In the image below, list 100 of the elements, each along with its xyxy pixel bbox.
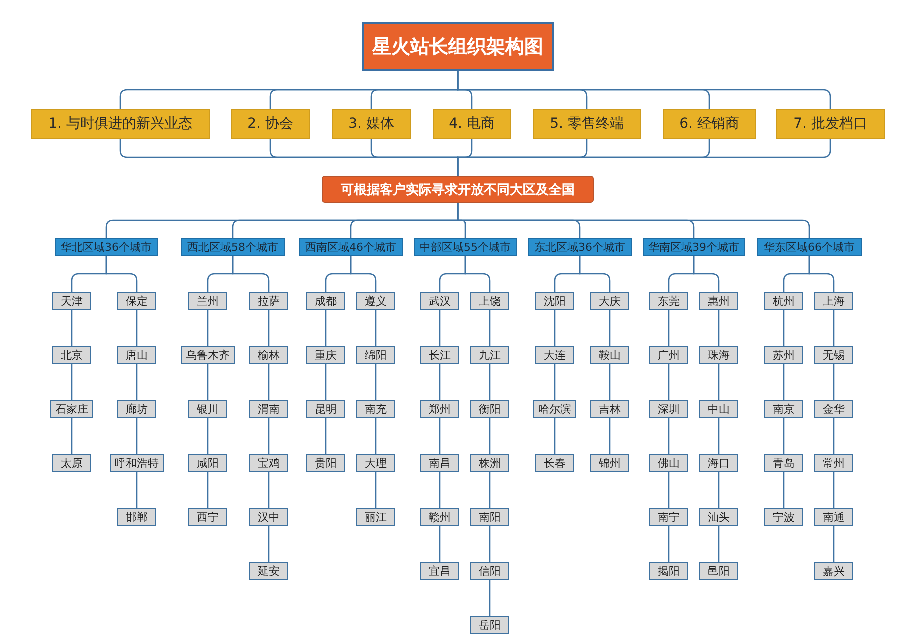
city-box: 岳阳 — [470, 616, 510, 634]
connector-line — [439, 364, 441, 400]
connector-line — [457, 203, 810, 238]
connector-line — [268, 310, 270, 346]
connector-line — [375, 472, 377, 508]
connector-line — [489, 472, 491, 508]
city-box: 西宁 — [188, 508, 228, 526]
connector-line — [268, 472, 270, 508]
city-box: 九江 — [470, 346, 510, 364]
connector-line — [207, 418, 209, 454]
banner-box: 可根据客户实际寻求开放不同大区及全国 — [322, 176, 594, 203]
connector-line — [783, 418, 785, 454]
connector-line — [609, 310, 611, 346]
connector-line — [207, 472, 209, 508]
city-box: 唐山 — [118, 346, 156, 364]
connector-line — [668, 526, 670, 562]
connector-line — [439, 310, 441, 346]
city-box: 昆明 — [306, 400, 346, 418]
city-box: 宝鸡 — [250, 454, 288, 472]
city-box: 宜昌 — [420, 562, 460, 580]
connector-line — [268, 418, 270, 454]
city-box: 郑州 — [420, 400, 460, 418]
connector-line — [375, 310, 377, 346]
city-box: 赣州 — [420, 508, 460, 526]
city-box: 乌鲁木齐 — [181, 346, 235, 364]
connector-line — [439, 418, 441, 454]
city-box: 咸阳 — [188, 454, 228, 472]
city-box: 佛山 — [650, 454, 688, 472]
connector-line — [106, 256, 138, 292]
connector-line — [136, 472, 138, 508]
connector-line — [718, 364, 720, 400]
connector-line — [668, 472, 670, 508]
city-box: 银川 — [188, 400, 228, 418]
connector-line — [833, 364, 835, 400]
city-box: 杭州 — [764, 292, 804, 310]
category-box: 4. 电商 — [433, 109, 511, 139]
connector-line — [136, 364, 138, 400]
city-box: 遵义 — [356, 292, 396, 310]
city-box: 榆林 — [250, 346, 288, 364]
city-box: 大连 — [536, 346, 574, 364]
city-box: 贵阳 — [306, 454, 346, 472]
city-box: 南京 — [764, 400, 804, 418]
connector-line — [375, 418, 377, 454]
connector-line — [489, 364, 491, 400]
city-box: 南通 — [814, 508, 854, 526]
category-box: 2. 协会 — [231, 109, 310, 139]
region-box: 西北区域58个城市 — [181, 238, 285, 256]
region-box: 中部区域55个城市 — [414, 238, 517, 256]
city-box: 南昌 — [420, 454, 460, 472]
connector-line — [464, 256, 491, 292]
city-box: 廊坊 — [118, 400, 156, 418]
city-box: 珠海 — [700, 346, 738, 364]
connector-line — [609, 418, 611, 454]
connector-line — [833, 472, 835, 508]
title-box: 星火站长组织架构图 — [362, 22, 554, 71]
connector-line — [489, 418, 491, 454]
city-box: 北京 — [52, 346, 92, 364]
connector-line — [71, 364, 73, 400]
city-box: 沈阳 — [536, 292, 574, 310]
region-box: 华东区域66个城市 — [757, 238, 862, 256]
connector-line — [668, 364, 670, 400]
city-box: 锦州 — [590, 454, 630, 472]
connector-line — [668, 418, 670, 454]
city-box: 中山 — [700, 400, 738, 418]
city-box: 南宁 — [650, 508, 688, 526]
city-box: 海口 — [700, 454, 738, 472]
connector-line — [833, 418, 835, 454]
city-box: 常州 — [814, 454, 854, 472]
connector-line — [207, 364, 209, 400]
city-box: 拉萨 — [250, 292, 288, 310]
connector-line — [718, 310, 720, 346]
city-box: 渭南 — [250, 400, 288, 418]
city-box: 长春 — [536, 454, 574, 472]
city-box: 青岛 — [764, 454, 804, 472]
city-box: 南阳 — [470, 508, 510, 526]
connector-line — [71, 418, 73, 454]
connector-line — [783, 472, 785, 508]
connector-line — [439, 526, 441, 562]
city-box: 金华 — [814, 400, 854, 418]
city-box: 深圳 — [650, 400, 688, 418]
connector-line — [457, 71, 832, 109]
city-box: 嘉兴 — [814, 562, 854, 580]
city-box: 衡阳 — [470, 400, 510, 418]
category-box: 7. 批发档口 — [776, 109, 885, 139]
city-box: 鞍山 — [590, 346, 630, 364]
connector-line — [457, 139, 832, 176]
connector-line — [808, 256, 835, 292]
region-box: 华北区域36个城市 — [55, 238, 158, 256]
connector-line — [268, 364, 270, 400]
city-box: 信阳 — [470, 562, 510, 580]
connector-line — [136, 310, 138, 346]
city-box: 呼和浩特 — [110, 454, 164, 472]
connector-line — [207, 310, 209, 346]
connector-line — [375, 364, 377, 400]
connector-line — [325, 310, 327, 346]
connector-line — [489, 526, 491, 562]
city-box: 太原 — [52, 454, 92, 472]
city-box: 汕头 — [700, 508, 738, 526]
city-box: 武汉 — [420, 292, 460, 310]
city-box: 广州 — [650, 346, 688, 364]
